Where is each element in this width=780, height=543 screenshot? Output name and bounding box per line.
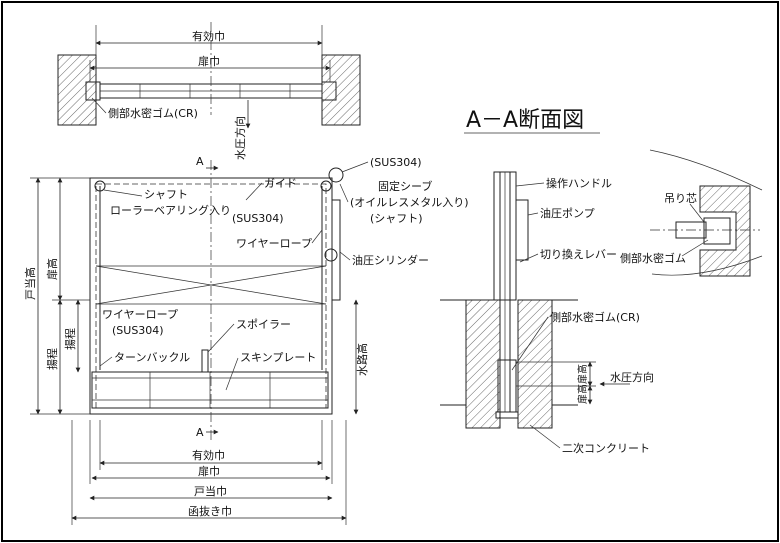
plan-view: 有効巾 扉巾 側部水密ゴム(CR) 水圧方向 [57, 22, 361, 160]
turnbuckle-label: ターンバックル [114, 351, 190, 364]
guide-material-label: (SUS304) [232, 212, 284, 225]
spoiler-label: スポイラー [236, 318, 291, 331]
section-side-rubber-label: 側部水密ゴム(CR) [550, 310, 640, 324]
section-mark-top: A [196, 155, 204, 168]
fixed-sheave-label: 固定シーブ [378, 179, 432, 193]
guide-label: ガイド [264, 177, 297, 190]
door-height-label: 扉高 [45, 258, 59, 280]
oilless-metal-label: (オイルレスメタル入り) [350, 196, 469, 209]
channel-height-label: 水路高 [355, 343, 369, 376]
section-view: A－A断面図 操作ハンドル 油圧ポンプ 切り換えレバー 側部水密ゴム(CR) 扉… [440, 108, 654, 455]
door-stop-height-label: 戸当高 [23, 267, 37, 300]
section-door-height2-label: 扉高 [576, 384, 589, 404]
detail-view: 吊り芯 側部水密ゴム [620, 149, 763, 277]
plan-side-rubber-label: 側部水密ゴム(CR) [108, 106, 198, 120]
bottom-opening-width-label: 函抜き巾 [188, 504, 232, 518]
plan-water-direction-label: 水圧方向 [233, 116, 247, 160]
lower-material-label: (SUS304) [112, 324, 164, 337]
switch-lever-label: 切り換えレバー [540, 248, 617, 261]
bottom-stop-width-label: 戸当巾 [194, 484, 227, 498]
roller-bearing-label: ローラーベアリング入り [110, 203, 231, 217]
section-wall-left [465, 299, 501, 429]
hydraulic-pump-label: 油圧ポンプ [540, 206, 595, 220]
section-water-direction-label: 水圧方向 [610, 370, 654, 384]
skin-plate-label: スキンプレート [240, 351, 316, 364]
lift-label: 揚程 [64, 328, 77, 350]
detail-side-rubber-label: 側部水密ゴム [620, 251, 686, 265]
secondary-concrete-label: 二次コンクリート [562, 441, 650, 455]
wire-rope-lower-label: ワイヤーロープ [102, 308, 178, 321]
section-wall-right [517, 299, 553, 429]
plan-wall-right [321, 54, 361, 126]
plan-door-width-label: 扉巾 [198, 54, 220, 68]
wire-rope-upper-label: ワイヤーロープ [236, 237, 312, 250]
shaft-label: シャフト [144, 188, 188, 201]
front-elevation: A A シャフト ローラーベアリング入り ガイド (SUS304) ワイヤーロー… [23, 155, 469, 525]
plan-effective-width-label: 有効巾 [192, 29, 225, 43]
lift-short-label: 揚程 [46, 348, 59, 370]
section-door-height-label: 扉高 [576, 364, 589, 384]
hanging-core-label: 吊り芯 [664, 191, 697, 205]
hydraulic-cylinder-label: 油圧シリンダー [352, 253, 429, 267]
hydraulic-cylinder-body [331, 199, 341, 301]
bottom-door-width-label: 扉巾 [198, 464, 220, 478]
shaft-paren-label: (シャフト) [370, 212, 423, 225]
top-material-label: (SUS304) [370, 156, 422, 169]
operating-handle-label: 操作ハンドル [546, 176, 612, 190]
bottom-effective-width-label: 有効巾 [192, 448, 225, 462]
section-mark-bottom: A [196, 426, 204, 439]
section-title: A－A断面図 [466, 108, 584, 133]
